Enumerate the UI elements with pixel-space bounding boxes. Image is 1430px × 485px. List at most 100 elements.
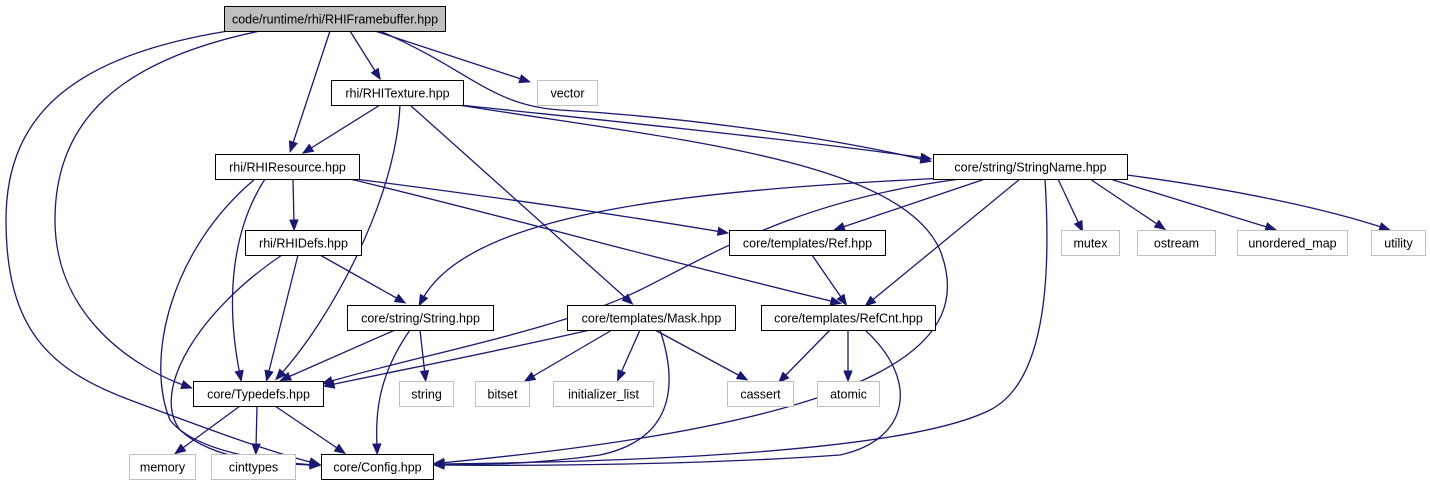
node-label: cassert <box>740 388 781 402</box>
edge-rhidefs-to-config <box>170 254 322 470</box>
edge-rhitexture-to-stringname <box>459 104 933 163</box>
edge-stringname-to-refcnt <box>864 178 1021 307</box>
edge-line <box>231 178 266 376</box>
edge-line <box>1057 178 1081 227</box>
edge-rhidefs-to-string_hpp <box>319 254 407 304</box>
edge-line <box>319 254 401 301</box>
edge-root-to-vector <box>374 30 531 84</box>
node-config[interactable]: core/Config.hpp <box>321 454 434 480</box>
node-mutex: mutex <box>1061 230 1120 256</box>
edge-line <box>439 329 901 466</box>
arrowhead <box>301 143 315 154</box>
edge-line <box>354 178 723 233</box>
arrowhead <box>716 226 730 236</box>
node-cinttypes: cinttypes <box>211 454 296 480</box>
node-box <box>761 305 936 331</box>
edge-stringname-to-mutex <box>1057 178 1084 233</box>
node-box <box>193 381 324 407</box>
node-label: atomic <box>830 388 867 402</box>
node-refcnt[interactable]: core/templates/RefCnt.hpp <box>761 305 936 331</box>
edge-line <box>374 30 525 81</box>
arrowhead <box>735 370 749 381</box>
arrowhead <box>370 67 381 81</box>
node-utility: utility <box>1371 230 1426 256</box>
node-memory: memory <box>129 454 196 480</box>
edge-refcnt-to-atomic <box>843 330 853 383</box>
node-rhitexture[interactable]: rhi/RHITexture.hpp <box>331 80 464 106</box>
arrowhead <box>1264 222 1278 232</box>
node-label: core/templates/RefCnt.hpp <box>774 312 923 326</box>
arrowhead <box>418 293 429 307</box>
node-box <box>245 230 362 256</box>
edge-stringname-to-string_hpp <box>418 177 946 307</box>
node-rhiresource[interactable]: rhi/RHIResource.hpp <box>215 154 360 180</box>
node-label: unordered_map <box>1248 237 1336 251</box>
edge-refcnt-to-cassert <box>777 329 831 384</box>
node-label: bitset <box>488 388 518 402</box>
edge-line <box>439 104 948 464</box>
node-string-hpp[interactable]: core/string/String.hpp <box>347 305 494 331</box>
edge-line <box>782 329 831 379</box>
node-stringname[interactable]: core/string/StringName.hpp <box>933 154 1128 180</box>
edge-line <box>379 30 926 161</box>
node-bitset: bitset <box>475 381 530 407</box>
edge-line <box>54 30 261 387</box>
edge-line <box>292 178 295 225</box>
edge-line <box>811 254 844 301</box>
edge-line <box>839 178 986 229</box>
arrowhead <box>432 460 445 470</box>
node-vector: vector <box>537 80 598 106</box>
edge-line <box>869 178 1021 303</box>
node-rhidefs[interactable]: rhi/RHIDefs.hpp <box>245 230 362 256</box>
edge-line <box>1109 178 1271 229</box>
node-box <box>331 80 464 106</box>
arrowhead <box>836 293 848 307</box>
edge-line <box>376 329 411 449</box>
edge-stringname-to-unordered_map <box>1109 178 1278 232</box>
arrowhead <box>617 368 627 382</box>
node-box <box>129 454 196 480</box>
edge-rhitexture-to-rhiresource <box>301 104 381 154</box>
node-label: core/Typedefs.hpp <box>207 388 310 402</box>
node-typedefs[interactable]: core/Typedefs.hpp <box>193 381 324 407</box>
node-root[interactable]: code/runtime/rhi/RHIFramebuffer.hpp <box>224 6 446 32</box>
node-label: string <box>411 388 442 402</box>
arrowhead <box>333 443 347 455</box>
edge-line <box>619 329 641 376</box>
node-ref[interactable]: core/templates/Ref.hpp <box>729 230 886 256</box>
arrowhead <box>1378 222 1391 232</box>
node-string-std: string <box>399 381 454 407</box>
edge-stringname-to-utility <box>1126 174 1391 232</box>
arrowhead <box>180 380 193 389</box>
edge-line <box>529 329 613 379</box>
arrowhead <box>829 296 843 306</box>
node-box <box>321 454 434 480</box>
edge-line <box>459 104 926 159</box>
edge-line <box>5 30 315 464</box>
arrowhead <box>1073 219 1084 233</box>
node-box <box>1371 230 1426 256</box>
edge-root-to-typedefs <box>54 30 261 389</box>
node-ostream: ostream <box>1137 230 1216 256</box>
node-label: rhi/RHIDefs.hpp <box>259 237 348 251</box>
arrowhead <box>289 219 299 232</box>
node-mask[interactable]: core/templates/Mask.hpp <box>567 305 736 331</box>
edge-line <box>1126 174 1385 229</box>
edge-mask-to-bitset <box>523 329 613 382</box>
edge-line <box>274 405 341 451</box>
node-label: core/templates/Ref.hpp <box>743 237 872 251</box>
edge-line <box>291 30 331 147</box>
arrowhead <box>1153 219 1167 231</box>
node-label: utility <box>1384 237 1413 251</box>
arrowhead <box>419 370 430 383</box>
edge-line <box>285 329 396 379</box>
edge-rhidefs-to-typedefs <box>264 254 299 383</box>
node-box <box>537 80 598 106</box>
node-label: code/runtime/rhi/RHIFramebuffer.hpp <box>232 13 438 27</box>
node-box <box>475 381 530 407</box>
node-box <box>215 154 360 180</box>
edge-typedefs-to-config <box>274 405 347 455</box>
arrowhead <box>393 293 407 304</box>
node-box <box>553 381 654 407</box>
arrowhead <box>322 379 336 389</box>
